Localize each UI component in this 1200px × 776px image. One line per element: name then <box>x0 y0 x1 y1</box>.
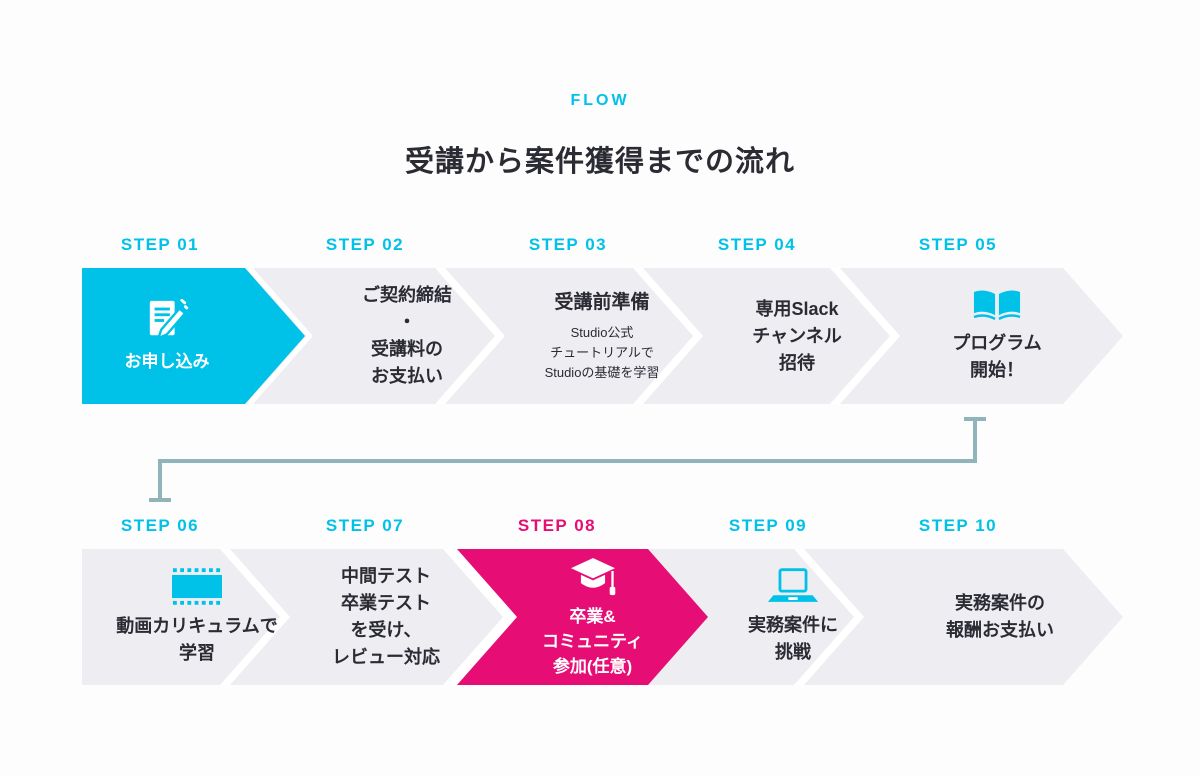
step-text: チャンネル <box>752 325 842 346</box>
step03-label: STEP 03 <box>528 235 608 254</box>
step-heading: 受講前準備 <box>554 292 650 313</box>
step-subtext: Studio公式 <box>570 325 634 340</box>
step-text: 開始！ <box>970 359 1024 380</box>
step-text: コミュニティ <box>542 632 643 651</box>
step-text: 招待 <box>779 352 815 373</box>
step08-content: 卒業& コミュニティ 参加(任意) <box>480 549 705 685</box>
step-text: ・ <box>398 312 416 332</box>
step-text: レビュー対応 <box>332 647 440 667</box>
step-text: お支払い <box>371 366 443 386</box>
step-text: プログラム <box>952 332 1042 353</box>
step09-label: STEP 09 <box>728 516 808 535</box>
step-text: お申し込み <box>124 351 210 371</box>
step-text: 受講料の <box>371 339 443 359</box>
step10-content: 実務案件の 報酬お支払い <box>890 549 1110 685</box>
step06-label: STEP 06 <box>120 516 200 535</box>
step08-label: STEP 08 <box>517 516 597 535</box>
laptop-icon <box>766 568 820 604</box>
flow-eyebrow: FLOW <box>570 92 630 109</box>
step04-content: 専用Slack チャンネル 招待 <box>707 268 887 404</box>
step-text: を受け、 <box>350 620 422 640</box>
step-text: 卒業テスト <box>341 593 431 613</box>
step-text: 卒業& <box>569 607 616 626</box>
step06-content: 動画カリキュラムで 学習 <box>87 549 307 685</box>
step-text: 報酬お支払い <box>946 620 1054 640</box>
graduation-cap-icon <box>566 555 619 600</box>
step-text: 実務案件に <box>748 615 838 635</box>
step02-content: ご契約締結 ・ 受講料の お支払い <box>317 268 497 404</box>
step-text: 学習 <box>179 642 215 663</box>
step10-label: STEP 10 <box>918 516 998 535</box>
step-text: 挑戦 <box>775 642 811 662</box>
pen-document-icon <box>145 298 189 341</box>
step04-label: STEP 04 <box>717 235 797 254</box>
step-text: ご契約締結 <box>362 285 452 305</box>
step05-content: プログラム 開始！ <box>907 268 1087 404</box>
step09-content: 実務案件に 挑戦 <box>703 549 883 685</box>
page-title: 受講から案件獲得までの流れ <box>404 146 795 178</box>
step-text: 実務案件の <box>955 593 1045 613</box>
open-book-icon <box>973 289 1021 322</box>
step05-label: STEP 05 <box>918 235 998 254</box>
step02-label: STEP 02 <box>325 235 405 254</box>
step-text: 動画カリキュラムで <box>116 615 278 636</box>
step01-label: STEP 01 <box>120 235 200 254</box>
step07-content: 中間テスト 卒業テスト を受け、 レビュー対応 <box>296 549 476 685</box>
film-icon <box>172 567 222 605</box>
step03-content: 受講前準備 Studio公式 チュートリアルで Studioの基礎を学習 <box>507 268 697 404</box>
step-text: 中間テスト <box>341 566 431 586</box>
flow-row-2: STEP 06 STEP 07 STEP 08 STEP 09 STEP 10 <box>82 516 1123 685</box>
step-text: 参加(任意) <box>552 657 633 676</box>
step-subtext: Studioの基礎を学習 <box>544 365 660 380</box>
step-subtext: チュートリアルで <box>550 345 654 360</box>
step-text: 専用Slack <box>755 298 839 319</box>
step07-label: STEP 07 <box>325 516 405 535</box>
flow-row-1: STEP 01 STEP 02 STEP 03 STEP 04 STEP 05 … <box>82 235 1123 404</box>
step01-content: お申し込み <box>82 268 252 404</box>
